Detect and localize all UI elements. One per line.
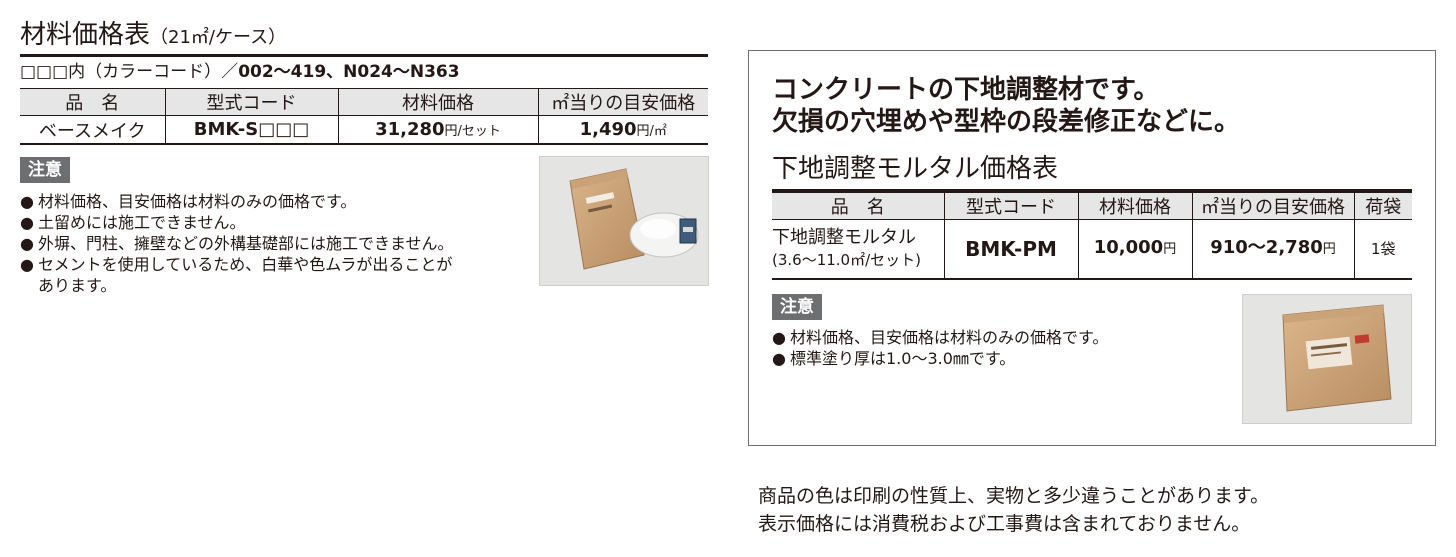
color-note-codes: 002〜419、N024〜N363 [238, 62, 460, 82]
right-table-title: 下地調整モルタル価格表 [772, 154, 1059, 184]
product-photo-mortar [1242, 294, 1412, 424]
disclaimer: 商品の色は印刷の性質上、実物と多少違うことがあります。 表示価格には消費税および… [758, 482, 1269, 538]
per-m2-unit: 円 [1322, 242, 1336, 257]
list-item: ●外塀、門柱、擁壁などの外構基礎部には施工できません。 [20, 234, 454, 253]
cell-model-code: BMK-S□□□ [164, 115, 338, 145]
right-title-rule [772, 189, 1412, 192]
cell-bag: 1袋 [1353, 219, 1412, 280]
cell-material-price: 31,280円/セット [337, 115, 538, 145]
cell-material-price: 10,000円 [1077, 219, 1192, 280]
price-value: 10,000 [1093, 237, 1164, 258]
caution-notes-list: ●材料価格、目安価格は材料のみの価格です。 ●土留めには施工できません。 ●外塀… [20, 191, 520, 296]
list-item: ●標準塗り厚は1.0〜3.0㎜です。 [772, 349, 1016, 368]
price-value: 31,280 [375, 119, 445, 140]
left-table-title: 材料価格表（21㎡/ケース） [20, 18, 286, 55]
caution-badge: 注意 [20, 157, 70, 183]
cell-per-m2-price: 1,490円/㎡ [537, 115, 708, 145]
left-title-main: 材料価格表 [20, 20, 151, 50]
cell-per-m2-price: 910〜2,780円 [1191, 219, 1354, 280]
cement-bag-image [1282, 304, 1392, 412]
bullet-icon: ● [20, 192, 34, 211]
cell-model-code: BMK-PM [943, 219, 1078, 280]
headline-line2: 欠損の穴埋めや型枠の段差修正などに。 [772, 107, 1241, 137]
per-m2-unit: 円/㎡ [636, 124, 667, 139]
header-model-code: 型式コード [164, 88, 338, 116]
table-row: 下地調整モルタル (3.6〜11.0㎡/セット) BMK-PM 10,000円 … [772, 219, 1412, 280]
color-code-note: □□□内（カラーコード）／002〜419、N024〜N363 [20, 59, 460, 85]
per-m2-value: 1,490 [579, 119, 637, 140]
header-product-name: 品 名 [772, 192, 944, 220]
bullet-icon: ● [20, 213, 34, 232]
header-product-name: 品 名 [20, 88, 165, 116]
left-price-table: 品 名 型式コード 材料価格 ㎡当りの目安価格 ベースメイク BMK-S□□□ … [20, 88, 708, 145]
list-item: ●セメントを使用しているため、白華や色ムラが出ることがあります。 [20, 255, 453, 295]
cell-product-name: 下地調整モルタル (3.6〜11.0㎡/セット) [772, 219, 944, 280]
header-material-price: 材料価格 [337, 88, 538, 116]
list-item: ●材料価格、目安価格は材料のみの価格です。 [772, 328, 1109, 347]
list-item: ●材料価格、目安価格は材料のみの価格です。 [20, 192, 357, 211]
disclaimer-line1: 商品の色は印刷の性質上、実物と多少違うことがあります。 [758, 485, 1270, 507]
left-title-sub: （21㎡/ケース） [150, 27, 287, 48]
bullet-icon: ● [20, 234, 34, 253]
per-m2-value: 910〜2,780 [1210, 237, 1323, 258]
product-name-line2: (3.6〜11.0㎡/セット) [772, 251, 922, 269]
list-item: ●土留めには施工できません。 [20, 213, 246, 232]
mortar-product-panel [748, 50, 1436, 446]
product-headline: コンクリートの下地調整材です。 欠損の穴埋めや型枠の段差修正などに。 [772, 74, 1240, 138]
table-row: ベースメイク BMK-S□□□ 31,280円/セット 1,490円/㎡ [20, 115, 708, 145]
right-price-table: 品 名 型式コード 材料価格 ㎡当りの目安価格 荷袋 下地調整モルタル (3.6… [772, 192, 1412, 280]
header-bag: 荷袋 [1353, 192, 1412, 220]
cement-bag-with-pouch-image [569, 168, 699, 270]
bullet-icon: ● [20, 255, 34, 274]
caution-notes-list: ●材料価格、目安価格は材料のみの価格です。 ●標準塗り厚は1.0〜3.0㎜です。 [772, 327, 1212, 369]
bullet-icon: ● [772, 328, 786, 347]
note-continuation: あります。 [38, 276, 117, 295]
headline-line1: コンクリートの下地調整材です。 [772, 75, 1160, 105]
price-unit: 円/セット [444, 124, 501, 139]
header-model-code: 型式コード [943, 192, 1078, 220]
header-per-m2-price: ㎡当りの目安価格 [1191, 192, 1354, 220]
color-note-prefix: □□□内（カラーコード）／ [20, 62, 239, 82]
price-unit: 円 [1163, 242, 1177, 257]
cell-product-name: ベースメイク [20, 115, 165, 145]
bullet-icon: ● [772, 349, 786, 368]
header-per-m2-price: ㎡当りの目安価格 [537, 88, 708, 116]
caution-badge: 注意 [772, 294, 822, 320]
product-photo-base-make [539, 156, 709, 286]
disclaimer-line2: 表示価格には消費税および工事費は含まれておりません。 [758, 513, 1251, 535]
table-header-row: 品 名 型式コード 材料価格 ㎡当りの目安価格 [20, 88, 708, 116]
table-header-row: 品 名 型式コード 材料価格 ㎡当りの目安価格 荷袋 [772, 192, 1412, 220]
product-name-line1: 下地調整モルタル [772, 227, 916, 248]
left-title-rule [20, 54, 708, 57]
header-material-price: 材料価格 [1077, 192, 1192, 220]
